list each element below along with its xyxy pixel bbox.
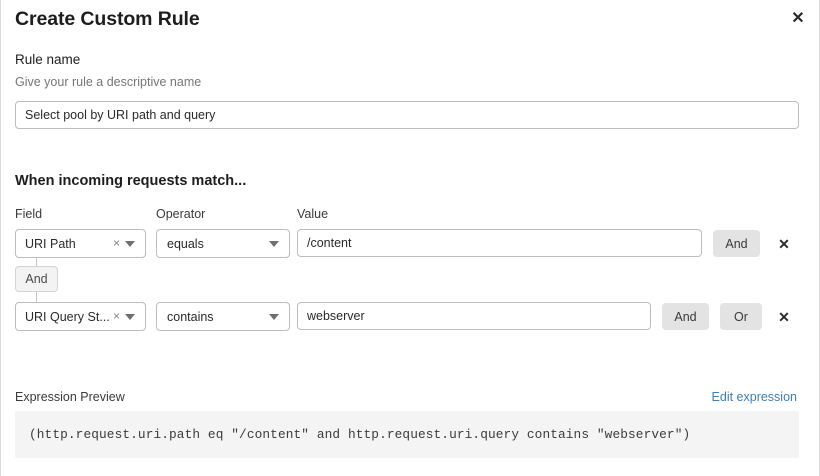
rule-name-input[interactable] [15,101,799,129]
edit-expression-link[interactable]: Edit expression [711,390,797,404]
add-and-condition-button-1[interactable]: And [713,230,760,257]
field-select-1-value: URI Path [25,236,76,251]
add-or-condition-button-2[interactable]: Or [720,303,762,330]
condition-row: URI Query St... × contains And Or ✕ [1,302,820,332]
rule-name-help-text: Give your rule a descriptive name [15,75,202,89]
page-title: Create Custom Rule [15,8,200,30]
value-input-2[interactable] [297,302,651,330]
connector-line-bottom [36,292,37,302]
chevron-down-icon [269,240,279,247]
column-header-field: Field [15,207,43,221]
delete-row-icon-2[interactable]: ✕ [771,303,797,330]
column-header-operator: Operator [156,207,206,221]
close-icon[interactable]: ✕ [785,6,811,32]
operator-select-2-value: contains [167,309,214,324]
condition-row: URI Path × equals And ✕ [1,229,820,259]
add-and-condition-button-2[interactable]: And [662,303,709,330]
field-select-2[interactable]: URI Query St... × [15,302,146,331]
operator-select-2[interactable]: contains [156,302,290,331]
connector-line-top [36,258,37,267]
clear-icon[interactable]: × [112,309,120,323]
chevron-down-icon [125,313,135,320]
value-input-1[interactable] [297,229,702,257]
match-section-heading: When incoming requests match... [15,173,247,189]
column-header-value: Value [297,207,329,221]
clear-icon[interactable]: × [112,236,120,250]
operator-select-1-value: equals [167,236,204,251]
field-select-1[interactable]: URI Path × [15,229,146,258]
connector-and-badge[interactable]: And [15,266,58,292]
delete-row-icon-1[interactable]: ✕ [771,230,797,257]
field-select-2-value: URI Query St... [25,309,110,324]
chevron-down-icon [125,240,135,247]
expression-preview-code: (http.request.uri.path eq "/content" and… [15,411,799,458]
expression-preview-label: Expression Preview [15,390,125,404]
operator-select-1[interactable]: equals [156,229,290,258]
rule-name-label: Rule name [15,52,81,67]
chevron-down-icon [269,313,279,320]
